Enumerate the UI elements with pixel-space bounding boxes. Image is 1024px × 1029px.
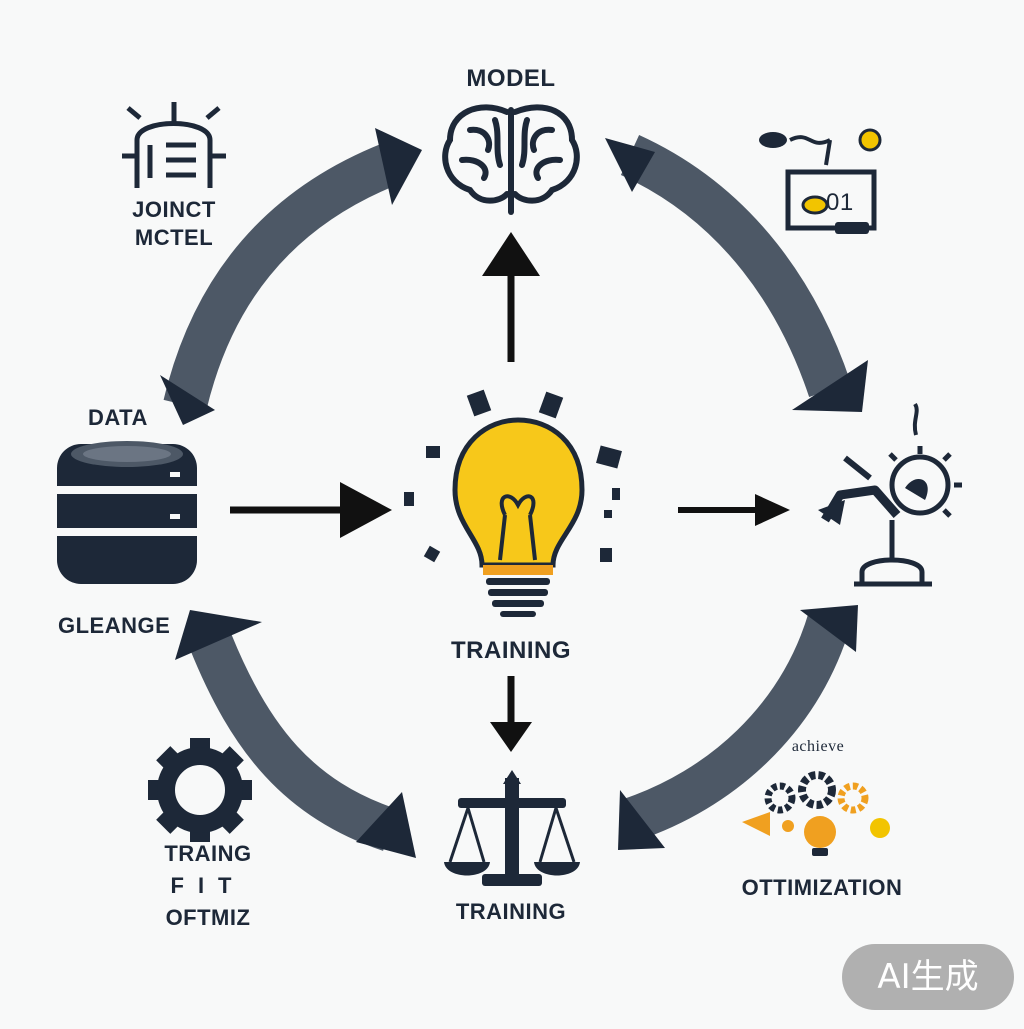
chart-value-label: 01 — [826, 189, 854, 216]
training-center-label: TRAINING — [451, 637, 571, 664]
optimization-label: OTTIMIZATION — [741, 875, 903, 900]
cycle-arrow-bottom-left — [175, 610, 416, 858]
optimization-gears-icon — [742, 771, 890, 856]
cycle-arrow-bottom-right — [618, 605, 858, 850]
training-bottom-label: TRAINING — [455, 899, 567, 924]
top-right-small-label: achieve — [791, 738, 845, 755]
arrow-data-to-training — [230, 482, 392, 538]
change-label: GLEANGE — [58, 613, 171, 638]
arrow-training-to-scales — [490, 676, 532, 752]
cycle-arrow-top-right — [605, 134, 868, 412]
top-left-label-line1: JOINCT — [132, 197, 216, 222]
database-icon — [57, 441, 197, 584]
brain-icon — [442, 104, 580, 215]
connector-arrows — [230, 232, 790, 752]
cycle-arrows — [160, 128, 868, 858]
ai-generated-badge: AI生成 — [842, 944, 1014, 1010]
monitor-chart-icon — [759, 128, 882, 234]
model-label: MODEL — [466, 65, 556, 92]
scales-icon — [444, 770, 580, 886]
arrow-training-to-model — [482, 232, 540, 362]
bottom-left-label-line3: OFTMIZ — [165, 905, 251, 930]
lightbulb-icon — [404, 389, 622, 617]
arrow-training-to-robot — [678, 494, 790, 526]
robot-arm-icon — [818, 402, 962, 587]
bottom-left-label-line1: TRAING — [164, 841, 252, 866]
server-gear-icon — [122, 102, 226, 188]
bottom-left-label-line2: FIT — [170, 873, 246, 898]
data-label: DATA — [88, 405, 148, 430]
top-left-label-line2: MCTEL — [134, 225, 214, 250]
cycle-arrow-top-left — [160, 128, 422, 425]
gear-icon — [148, 738, 252, 842]
